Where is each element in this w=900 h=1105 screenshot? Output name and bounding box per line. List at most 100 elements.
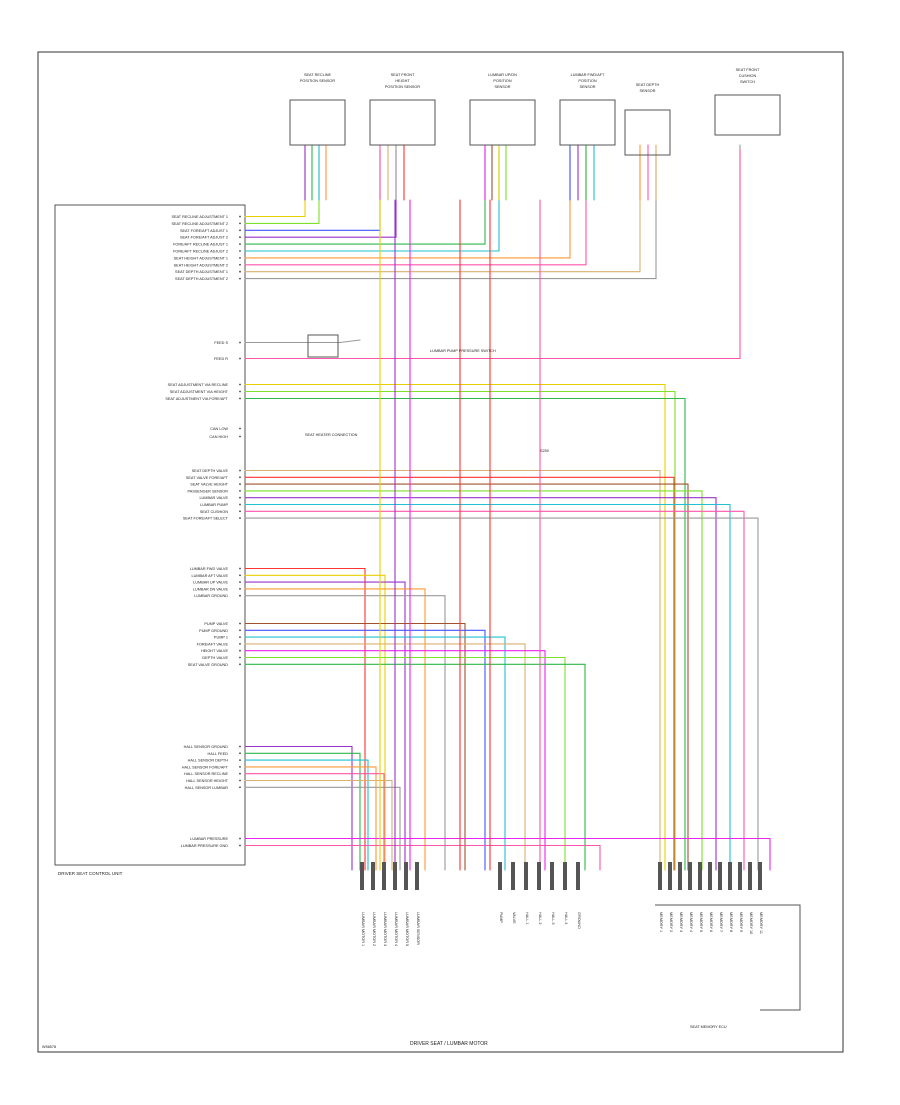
bottom-connector-pin	[728, 862, 732, 890]
pin-dot	[239, 341, 241, 344]
bottom-connector-pin	[393, 862, 397, 890]
pin-label: SEAT CUSHION	[200, 510, 228, 514]
pin-label: HALL SENSOR GROUND	[184, 745, 229, 749]
pin-dot	[239, 469, 241, 472]
bottom-connector-label: VALVE	[512, 912, 516, 924]
bottom-connector-label: MEMORY 4	[689, 912, 693, 932]
pin-dot	[239, 643, 241, 645]
control-unit-label: DRIVER SEAT CONTROL UNIT	[58, 871, 123, 876]
pin-label: HALL SENSOR HEIGHT	[186, 779, 229, 783]
pin-dot	[239, 390, 241, 393]
bottom-connector-pin	[498, 862, 502, 890]
wire-group8	[244, 786, 401, 871]
bottom-connector-label: PUMP	[499, 912, 503, 923]
wire-group5	[244, 490, 703, 871]
bottom-connector-label: HALL 4	[564, 912, 568, 925]
heater-label: SEAT HEATER CONNECTION	[305, 433, 358, 437]
bottom-connector-pin	[537, 862, 541, 890]
pin-dot	[239, 483, 241, 485]
pin-label: SEAT DEPTH ADJUSTMENT 1	[175, 270, 228, 274]
component-label-c4: LUMBAR FWD/AFT	[571, 73, 605, 77]
component-label-c2: HEIGHT	[395, 79, 410, 83]
pin-label: SEAT FORE/AFT SELECT	[183, 517, 229, 521]
pin-dot	[239, 649, 241, 652]
wire-group8	[244, 759, 369, 871]
bottom-connector-pin	[524, 862, 528, 890]
pin-label: SEAT ADJUSTMENT VIA HEIGHT	[170, 390, 229, 394]
component-label-c3: LUMBAR UP/DN	[488, 73, 517, 77]
pin-label: HALL SENSOR RECLINE	[184, 772, 228, 776]
component-label-c3: POSITION	[493, 79, 511, 83]
wire-group6-7	[244, 650, 546, 871]
bottom-connector-label: MEMORY 5	[699, 912, 703, 932]
pin-label: HEIGHT VALVE	[201, 649, 228, 653]
pin-dot	[239, 257, 241, 259]
component-box-c5	[624, 109, 671, 156]
pin-dot	[239, 517, 241, 519]
components-layer: SEAT RECLINE POSITION SENSOR SEAT FRONT HEI…	[289, 68, 781, 156]
wire-feed-s	[244, 339, 361, 344]
pin-dot	[239, 243, 241, 246]
pin-label: SEAT VALVE HEIGHT	[190, 483, 228, 487]
component-label-c5: SENSOR	[639, 89, 655, 93]
pin-dot	[239, 567, 241, 570]
pin-label: FORE/AFT RECLINE ADJUST 2	[173, 250, 228, 254]
wire-group6-7	[244, 581, 406, 871]
component-box-c2	[369, 99, 436, 146]
wire-group6-7	[244, 629, 486, 871]
component-label-c5: SEAT DEPTH	[636, 83, 660, 87]
component-label-c1: SEAT RECLINE	[304, 73, 332, 77]
pin-dot	[239, 357, 241, 360]
pin-dot	[239, 490, 241, 492]
footer-code: W56578	[42, 1045, 56, 1049]
pin-label: HALL SENSOR FORE/AFT	[182, 765, 229, 769]
bottom-connector-pin	[708, 862, 712, 890]
wire-group5	[244, 517, 759, 871]
pin-dot	[239, 656, 241, 659]
bottom-connector-pin	[511, 862, 515, 890]
component-label-c6: SEAT FRONT	[736, 68, 760, 72]
pin-dot	[239, 594, 241, 597]
bottom-connector-pin	[415, 862, 419, 890]
pin-label: SEAT HEIGHT ADJUSTMENT 2	[174, 263, 228, 267]
bottom-connector-label: LUMBAR MOTOR 1	[361, 912, 365, 946]
wire-group5	[244, 503, 731, 871]
component-label-c2: SEAT FRONT	[391, 73, 415, 77]
pin-dot	[239, 496, 241, 499]
bottom-connector-pin	[678, 862, 682, 890]
pin-dot	[239, 397, 241, 400]
bottom-connector-label: LUMBAR SENSOR	[416, 912, 420, 945]
bottom-connector-pin	[576, 862, 580, 890]
pin-dot	[239, 222, 241, 225]
bottom-connector-label: LUMBAR MOTOR 3	[383, 912, 387, 946]
outer-frame	[37, 51, 844, 1053]
splice-label: S250	[540, 449, 549, 453]
wire-group6-7	[244, 622, 466, 871]
pin-dot	[239, 629, 241, 632]
wire-group8	[244, 752, 361, 871]
control-unit-box	[54, 204, 246, 866]
bottom-connector-label: MEMORY 9	[739, 912, 743, 932]
bottom-connector-pin	[658, 862, 662, 890]
pin-dot	[239, 752, 241, 755]
bottom-connector-label: HALL 3	[551, 912, 555, 925]
pin-dot	[239, 383, 241, 386]
wire-lumbar-g	[244, 844, 601, 871]
pin-label: SEAT ADJUSTMENT VIA FORE/AFT	[165, 397, 228, 401]
pin-dot	[239, 229, 241, 232]
component-label-c1: POSITION SENSOR	[300, 79, 335, 83]
wire-group1	[244, 149, 320, 224]
pin-label: SEAT RECLINE ADJUSTMENT 2	[171, 222, 228, 226]
pin-dot	[239, 759, 241, 761]
pin-label: PUMP GROUND	[199, 629, 228, 633]
wire-group5	[244, 469, 661, 871]
component-label-c3: SENSOR	[494, 85, 510, 89]
pin-label: SEAT DEPTH ADJUSTMENT 2	[175, 277, 228, 281]
bottom-connector-pin	[698, 862, 702, 890]
memory-module-box	[655, 904, 801, 1011]
pin-label: LUMBAR PRESSURE GND	[181, 844, 229, 848]
pin-label: LUMBAR FWD VALVE	[190, 567, 229, 571]
pin-dot	[239, 250, 241, 252]
